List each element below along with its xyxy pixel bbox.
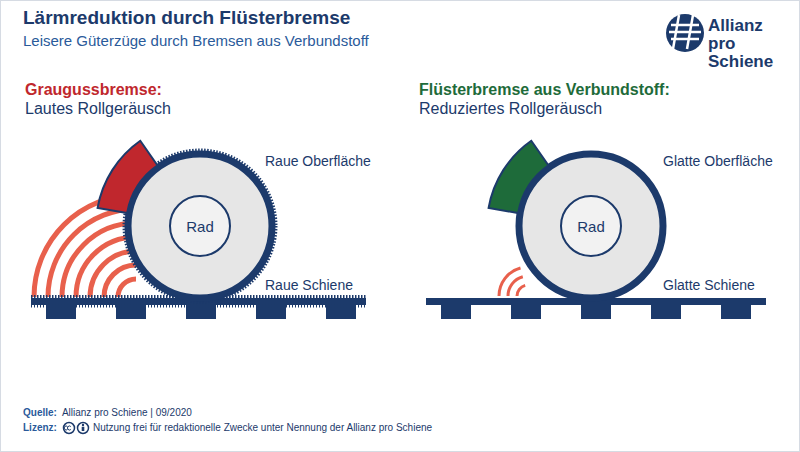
section-subheading: Lautes Rollgeräusch <box>25 100 171 118</box>
composite-brake-shoe <box>489 141 549 213</box>
wheel-label: Rad <box>186 218 214 235</box>
sound-arc <box>90 251 136 297</box>
sound-arc <box>104 265 136 297</box>
rail-label: Glatte Schiene <box>663 277 755 293</box>
logo-icon <box>666 14 704 52</box>
section-heading: Flüsterbremse aus Verbundstoff: <box>419 81 670 99</box>
wheel-hub: Rad <box>169 195 231 257</box>
licence-icons <box>64 423 89 434</box>
section-heading: Graugussbremse: <box>25 81 162 99</box>
subtitle: Leisere Güterzüge durch Bremsen aus Verb… <box>23 32 369 49</box>
wheel <box>519 154 663 298</box>
sound-arc <box>118 279 136 297</box>
section-subheading: Reduziertes Rollgeräusch <box>419 100 602 118</box>
sound-arc <box>48 209 136 297</box>
surface-label: Glatte Oberfläche <box>663 153 773 169</box>
rough-rail-surface <box>31 305 366 308</box>
sound-arc <box>508 277 523 296</box>
wheel <box>128 154 272 298</box>
cast-iron-brake-shoe <box>98 141 158 213</box>
logo-text: Allianz pro Schiene <box>708 17 794 71</box>
surface-label: Raue Oberfläche <box>265 153 371 169</box>
sound-waves <box>499 268 525 296</box>
source-label: Quelle: <box>23 407 57 419</box>
licence-label: Lizenz: <box>23 422 57 434</box>
sound-arc <box>517 285 525 296</box>
title: Lärmreduktion durch Flüsterbremse <box>23 7 350 29</box>
wheel-label: Rad <box>577 218 605 235</box>
rail-label: Raue Schiene <box>265 277 353 293</box>
source-text: Allianz pro Schiene | 09/2020 <box>62 407 192 419</box>
licence-text: Nutzung frei für redaktionelle Zwecke un… <box>93 422 432 434</box>
wheel-hub: Rad <box>560 195 622 257</box>
sound-arc <box>499 268 521 296</box>
